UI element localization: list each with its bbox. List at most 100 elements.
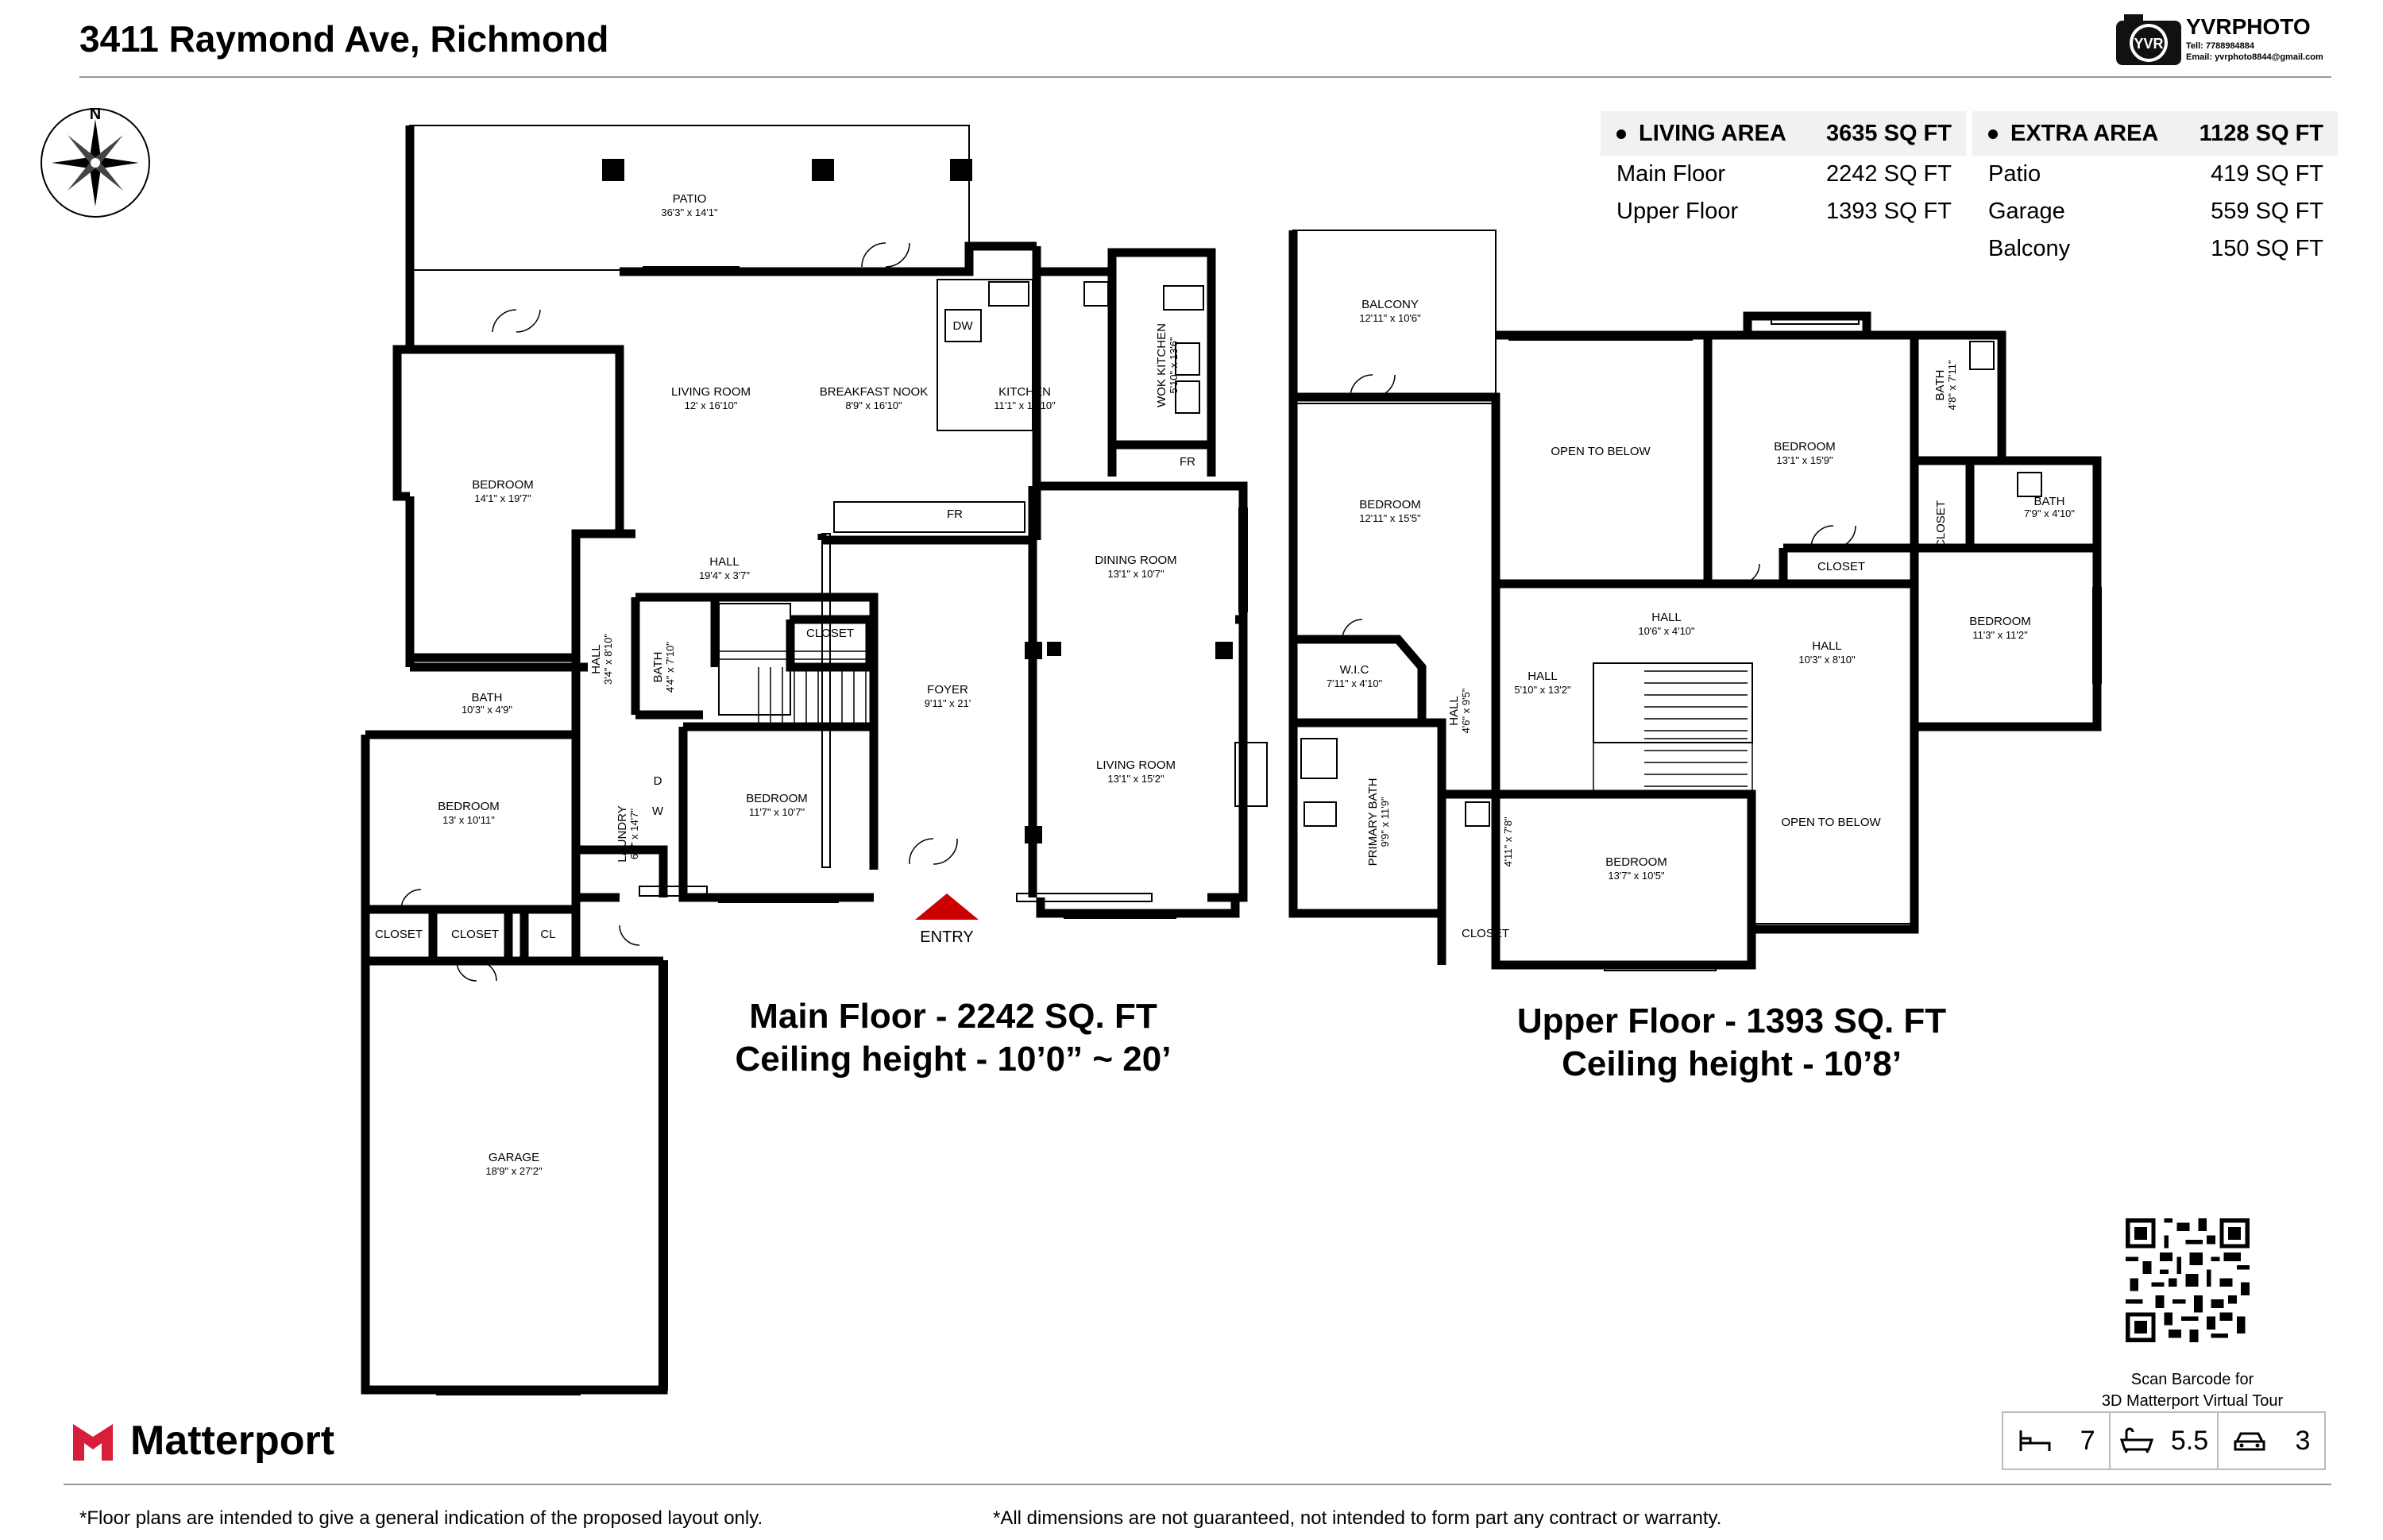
room-dim: 36'3" x 14'1" [661,206,718,218]
disclaimer-right: *All dimensions are not guaranteed, not … [993,1507,1722,1529]
room-label: BEDROOM [1774,440,1836,454]
room-dim: 12' x 16'10" [685,399,738,411]
car-icon [2234,1432,2265,1451]
room-label: GARAGE [489,1151,539,1164]
extra-area-header: EXTRA AREA 1128 SQ FT [1972,111,2338,156]
brand-logo: YVR YVRPHOTO Tell: 7788984884 Email: yvr… [2113,13,2343,68]
room-dim: 4'6" x 9'5" [1460,688,1472,733]
upper-floor-ceiling: Ceiling height - 10’8’ [1562,1044,1902,1083]
room-dim: 3'4" x 8'10" [602,634,614,685]
beds-count: 7 [2080,1425,2095,1456]
extra-area-total: 1128 SQ FT [2199,120,2323,146]
header-divider [79,76,2331,78]
room-dim: 7'11" x 4'10" [1327,677,1383,689]
living-area-header: LIVING AREA 3635 SQ FT [1601,111,1966,156]
compass-north-label: N [90,106,101,123]
matterport-wordmark: Matterport [130,1418,335,1464]
closet-label: CLOSET [806,627,854,640]
dryer-label: D [654,774,662,788]
room-dim: 13'1" x 15'2" [1107,773,1164,785]
room-label: OPEN TO BELOW [1781,816,1881,829]
closet-label: CLOSET [451,928,499,941]
room-label: FOYER [927,683,968,697]
room-label: BEDROOM [1605,855,1667,869]
room-label: OPEN TO BELOW [1551,445,1651,458]
main-floor-ceiling: Ceiling height - 10’0” ~ 20’ [736,1040,1172,1079]
room-label: KITCHEN [998,385,1051,399]
closet-label: CLOSET [1817,560,1865,573]
row-label: Main Floor [1616,161,1725,187]
entry-label: ENTRY [920,928,973,946]
matterport-logo: Matterport [70,1417,334,1465]
row-value: 150 SQ FT [2211,236,2323,261]
room-label: BATH [2034,495,2065,508]
garage-spec: 3 [2219,1413,2324,1469]
room-label: DINING ROOM [1095,554,1176,567]
room-label: HALL [589,644,603,674]
room-label: LAUNDRY [616,805,629,862]
upper-floor-caption: Upper Floor - 1393 SQ. FT [1517,1002,1946,1040]
upper-floor-walls [1288,230,2102,971]
entry-arrow-icon [915,894,979,920]
room-label: HALL [1812,639,1842,653]
room-label: PATIO [673,192,707,206]
bullet-icon [1988,129,1998,139]
garage-count: 3 [2295,1425,2311,1456]
row-value: 559 SQ FT [2211,199,2323,224]
table-row: Balcony 150 SQ FT [1972,230,2338,268]
brand-logo-text: YVR [2134,36,2163,52]
brand-phone: Tell: 7788984884 [2186,41,2255,51]
main-floor-room-labels: PATIO 36'3" x 14'1" BEDROOM 14'1" x 19'7… [375,192,1195,1177]
qr-caption: Scan Barcode for 3D Matterport Virtual T… [2065,1369,2319,1412]
room-label: BEDROOM [438,800,500,813]
room-label: WOK KITCHEN [1155,323,1168,407]
room-label: BALCONY [1361,298,1419,311]
room-dim: 11'3" x 11'2" [1972,629,2028,641]
room-label: BATH [651,652,665,683]
main-floor-caption: Main Floor - 2242 SQ. FT [749,997,1157,1036]
row-label: Patio [1988,161,2041,187]
room-dim: 10'3" x 8'10" [1798,654,1856,666]
main-floor-walls [361,125,1268,1395]
brand-email: Email: yvrphoto8844@gmail.com [2186,52,2323,62]
room-dim: 5'10" x 13'2" [1514,684,1571,696]
baths-count: 5.5 [2170,1425,2209,1456]
room-label: BEDROOM [746,792,808,805]
room-dim: 11'1" x 16'10" [994,399,1056,411]
room-label: HALL [1528,670,1558,683]
brand-name: YVRPHOTO [2186,14,2311,39]
row-value: 1393 SQ FT [1826,199,1952,224]
row-label: Balcony [1988,236,2071,261]
closet-label: CLOSET [1934,500,1948,548]
room-dim: 11'7" x 10'7" [749,806,805,818]
room-label: BREAKFAST NOOK [820,385,928,399]
qr-caption-line: Scan Barcode for [2130,1371,2254,1388]
property-specs: 7 5.5 3 [2002,1411,2326,1470]
fridge-label: FR [947,508,963,521]
room-dim: 13'7" x 10'5" [1608,870,1665,882]
room-dim: 12'11" x 10'6" [1359,312,1421,324]
room-dim: 12'11" x 15'5" [1359,512,1421,524]
extra-area-heading: EXTRA AREA [2010,120,2159,146]
beds-spec: 7 [2003,1413,2111,1469]
room-label: BEDROOM [1969,615,2031,628]
room-dim: 4'8" x 7'11" [1946,360,1958,410]
room-label: BEDROOM [1359,498,1421,511]
dishwasher-label: DW [953,319,974,333]
room-label: BATH [1933,370,1947,401]
closet-label: CLOSET [375,928,423,941]
upper-floor-room-labels: BALCONY 12'11" x 10'6" BEDROOM 12'11" x … [1327,298,2076,1083]
camera-logo-icon: YVR [2116,14,2181,65]
living-area-heading: LIVING AREA [1639,120,1786,146]
compass-icon: N [41,106,150,218]
room-label: BEDROOM [472,478,534,492]
room-label: HALL [1651,611,1682,624]
room-dim: 10'3" x 4'9" [462,704,512,716]
qr-code-icon[interactable] [2126,1218,2250,1342]
room-dim: 13' x 10'11" [442,814,495,826]
